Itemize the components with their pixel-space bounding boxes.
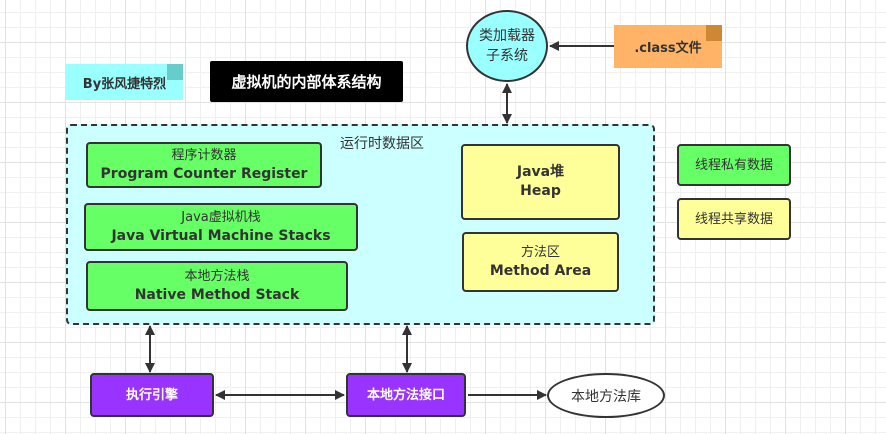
method-area: 方法区 Method Area — [462, 232, 619, 292]
native-method-stack-cn: 本地方法栈 — [184, 269, 250, 284]
class-file-text: .class文件 — [634, 41, 702, 56]
author-note: By张风捷特烈 — [66, 64, 183, 100]
java-heap-cn: Java堆 — [516, 164, 565, 180]
jvm-stacks: Java虚拟机栈 Java Virtual Machine Stacks — [84, 203, 358, 251]
jvm-stacks-en: Java Virtual Machine Stacks — [111, 228, 331, 244]
program-counter-cn: 程序计数器 — [171, 148, 237, 163]
program-counter-en: Program Counter Register — [100, 166, 308, 182]
note-fold-corner — [706, 25, 722, 41]
native-method-library: 本地方法库 — [547, 373, 665, 418]
java-heap-en: Heap — [520, 183, 561, 199]
legend-thread-private: 线程私有数据 — [677, 144, 791, 186]
legend-thread-shared: 线程共享数据 — [677, 198, 791, 240]
program-counter-register: 程序计数器 Program Counter Register — [86, 142, 322, 188]
class-file-note: .class文件 — [614, 25, 722, 68]
native-method-library-text: 本地方法库 — [571, 388, 641, 405]
method-area-cn: 方法区 — [520, 245, 560, 260]
author-note-text: By张风捷特烈 — [82, 76, 167, 92]
legend-thread-shared-text: 线程共享数据 — [694, 211, 773, 227]
method-area-en: Method Area — [489, 263, 592, 279]
java-heap: Java堆 Heap — [461, 144, 620, 220]
legend-thread-private-text: 线程私有数据 — [694, 157, 773, 173]
diagram-title-text: 虚拟机的内部体系结构 — [231, 73, 382, 91]
native-method-stack: 本地方法栈 Native Method Stack — [86, 261, 348, 311]
class-loader-line1: 类加载器 — [479, 28, 535, 44]
native-method-stack-en: Native Method Stack — [134, 287, 300, 303]
native-method-interface: 本地方法接口 — [346, 373, 466, 417]
class-loader-line2: 子系统 — [486, 48, 528, 64]
execution-engine-text: 执行引擎 — [125, 387, 178, 403]
diagram-title: 虚拟机的内部体系结构 — [210, 61, 403, 102]
runtime-data-area-label: 运行时数据区 — [340, 136, 424, 152]
native-method-interface-text: 本地方法接口 — [366, 387, 445, 403]
jvm-stacks-cn: Java虚拟机栈 — [181, 210, 261, 225]
execution-engine: 执行引擎 — [90, 373, 214, 417]
note-fold-corner — [167, 64, 183, 80]
class-loader-subsystem: 类加载器 子系统 — [466, 10, 548, 82]
